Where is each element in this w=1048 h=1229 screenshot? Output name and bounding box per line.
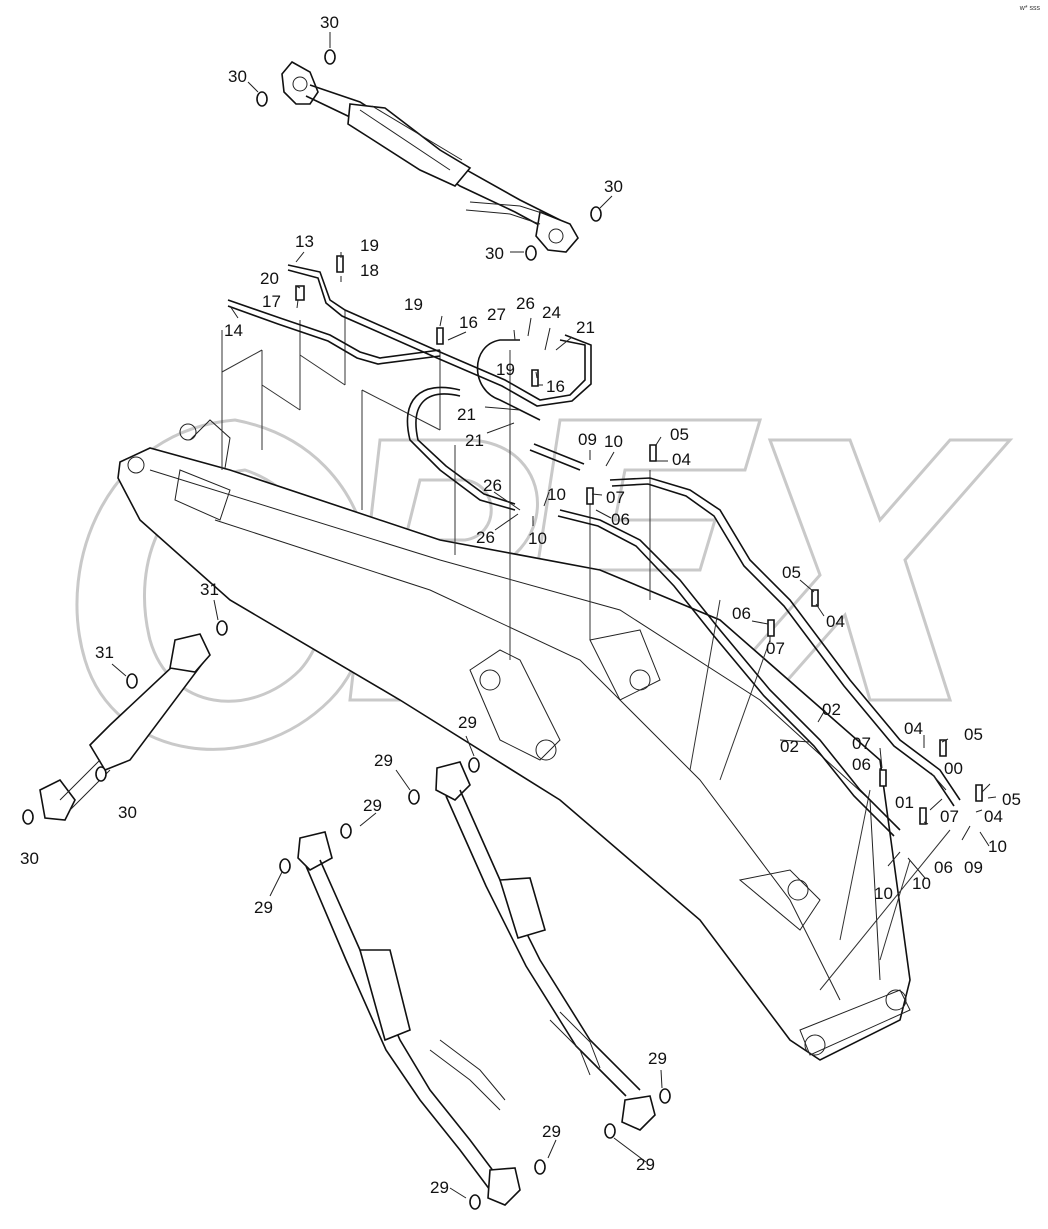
part-label: 06 xyxy=(934,858,953,877)
watermark-text: OPEX xyxy=(1041,1224,1044,1226)
part-label: 06 xyxy=(732,604,751,623)
part-label: 21 xyxy=(576,318,595,337)
part-label: 29 xyxy=(363,796,382,815)
part-label: 31 xyxy=(95,643,114,662)
part-label: 10 xyxy=(528,529,547,548)
part-label: 24 xyxy=(542,303,561,322)
part-label: 10 xyxy=(988,837,1007,856)
part-label: 09 xyxy=(578,430,597,449)
label-leaders xyxy=(111,32,997,1199)
part-label: 29 xyxy=(374,751,393,770)
part-label: 21 xyxy=(465,431,484,450)
part-label: 16 xyxy=(459,313,478,332)
part-label: 04 xyxy=(826,612,845,631)
part-label: 29 xyxy=(648,1049,667,1068)
part-label: 29 xyxy=(636,1155,655,1174)
part-label: 07 xyxy=(852,734,871,753)
part-label: 30 xyxy=(118,803,137,822)
part-label: 21 xyxy=(457,405,476,424)
part-label: 29 xyxy=(430,1178,449,1197)
boom-cylinders xyxy=(39,633,656,1206)
part-label: 07 xyxy=(606,488,625,507)
part-label: 30 xyxy=(320,13,339,32)
part-label: 19 xyxy=(404,295,423,314)
part-label: 05 xyxy=(1002,790,1021,809)
arm-cylinder xyxy=(281,60,579,253)
part-label: 14 xyxy=(224,321,243,340)
part-label: 09 xyxy=(964,858,983,877)
part-label: 04 xyxy=(672,450,691,469)
part-label: 07 xyxy=(940,807,959,826)
part-label: 29 xyxy=(458,713,477,732)
part-label: 05 xyxy=(964,725,983,744)
part-label: 01 xyxy=(895,793,914,812)
part-label: 06 xyxy=(852,755,871,774)
part-label: 04 xyxy=(984,807,1003,826)
part-label: 26 xyxy=(476,528,495,547)
corner-code: w* sss xyxy=(1019,5,1041,12)
clamps-and-bolts xyxy=(295,255,983,825)
part-label: 13 xyxy=(295,232,314,251)
part-label: 19 xyxy=(496,360,515,379)
part-label: 30 xyxy=(485,244,504,263)
part-label: 29 xyxy=(254,898,273,917)
part-label: 02 xyxy=(822,700,841,719)
part-label: 16 xyxy=(546,377,565,396)
part-label: 10 xyxy=(874,884,893,903)
part-label: 18 xyxy=(360,261,379,280)
part-label: 00 xyxy=(944,759,963,778)
part-label: 10 xyxy=(547,485,566,504)
part-label: 26 xyxy=(516,294,535,313)
part-label: 17 xyxy=(262,292,281,311)
part-label: 19 xyxy=(360,236,379,255)
part-label: 29 xyxy=(542,1122,561,1141)
part-labels: 30 30 30 30 13 19 18 20 17 14 19 16 27 2… xyxy=(20,13,1021,1197)
boom-structure xyxy=(117,419,911,1061)
part-label: 30 xyxy=(228,67,247,86)
part-label: 10 xyxy=(912,874,931,893)
part-label: 30 xyxy=(604,177,623,196)
pipe-lines xyxy=(227,264,961,837)
part-label: 07 xyxy=(766,639,785,658)
part-label: 04 xyxy=(904,719,923,738)
part-label: 27 xyxy=(487,305,506,324)
part-label: 30 xyxy=(20,849,39,868)
o-rings xyxy=(22,49,671,1210)
part-label: 10 xyxy=(604,432,623,451)
leader-lines xyxy=(221,310,951,991)
part-label: 05 xyxy=(782,563,801,582)
part-label: 05 xyxy=(670,425,689,444)
part-label: 06 xyxy=(611,510,630,529)
part-label: 20 xyxy=(260,269,279,288)
part-label: 31 xyxy=(200,580,219,599)
part-label: 02 xyxy=(780,737,799,756)
part-label: 26 xyxy=(483,476,502,495)
